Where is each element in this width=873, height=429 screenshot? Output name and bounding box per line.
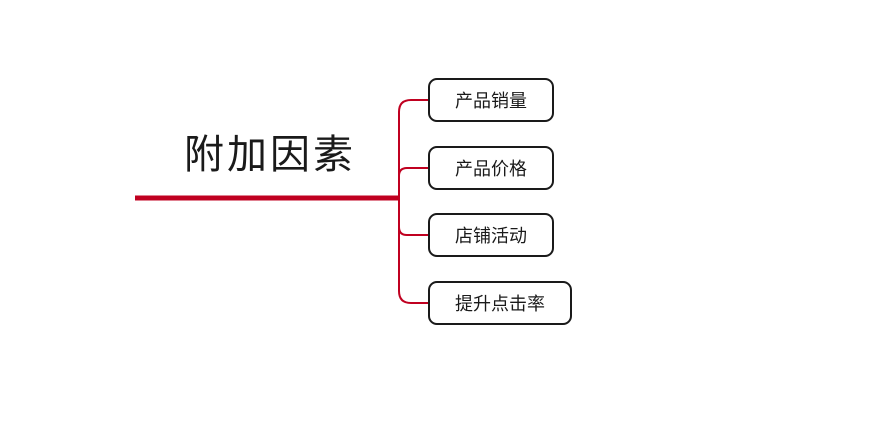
mindmap-node-label: 产品价格	[455, 159, 527, 179]
branch-connector-2	[398, 167, 428, 198]
mindmap-node-label: 提升点击率	[455, 294, 545, 314]
root-topic-label: 附加因素	[184, 132, 356, 177]
branch-connector-4	[398, 198, 428, 304]
mindmap-node-4[interactable]: 提升点击率	[428, 281, 572, 325]
mindmap-node-label: 产品销量	[455, 91, 527, 111]
mindmap-node-1[interactable]: 产品销量	[428, 78, 554, 122]
mindmap-node-3[interactable]: 店铺活动	[428, 213, 554, 257]
root-topic[interactable]: 附加因素	[140, 122, 400, 180]
branch-connector-3	[398, 198, 428, 236]
branch-connector-1	[398, 99, 428, 198]
mindmap-node-label: 店铺活动	[455, 226, 527, 246]
mindmap-node-2[interactable]: 产品价格	[428, 146, 554, 190]
